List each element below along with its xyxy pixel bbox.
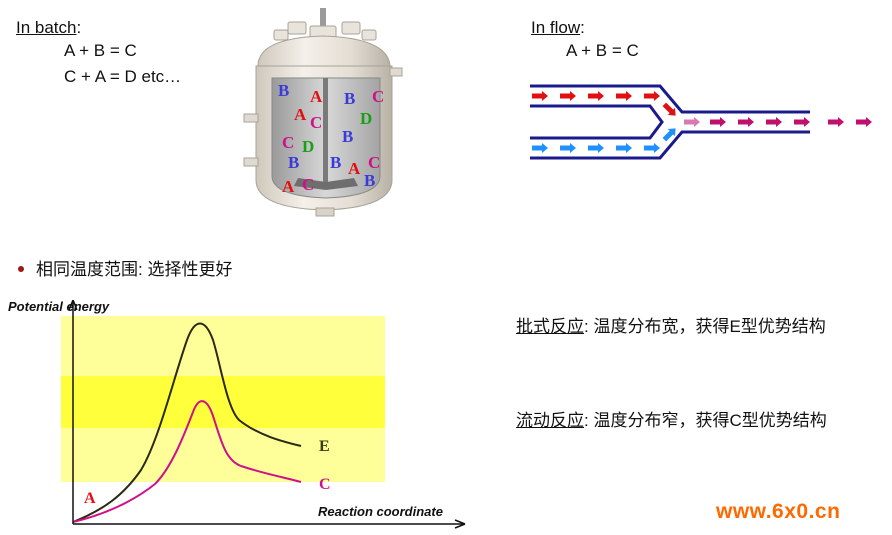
chart-xlabel: Reaction coordinate: [318, 504, 443, 519]
reactor-letter-b: B: [288, 153, 299, 172]
reactant-b-arrow: [588, 143, 604, 153]
impeller-blade-left: [294, 178, 326, 190]
flow-description-head: 流动反应: [516, 411, 584, 430]
reactant-b-arrow: [532, 143, 548, 153]
reactor-letter-b: B: [278, 81, 289, 100]
impeller-blade-right: [326, 178, 358, 190]
flow-description: 流动反应: 温度分布窄，获得C型优势结构: [516, 410, 892, 432]
reactor-letter-d: D: [302, 137, 314, 156]
batch-description-head: 批式反应: [516, 317, 584, 336]
product-c-arrow: [738, 117, 754, 127]
reactant-a-arrow: [662, 102, 676, 116]
reactant-a-arrow: [616, 91, 632, 101]
batch-equation-1: A + B = C: [64, 41, 137, 60]
stirrer-shaft: [323, 78, 328, 186]
product-c-arrow: [684, 117, 700, 127]
product-c-arrow: [856, 117, 872, 127]
product-c-arrow: [766, 117, 782, 127]
reactor-letter-b: B: [330, 153, 341, 172]
bullet-text: 相同温度范围: 选择性更好: [36, 260, 233, 279]
curve-c: [72, 400, 302, 523]
flow-arrows: [532, 91, 872, 153]
flow-description-body: : 温度分布窄，获得C型优势结构: [584, 411, 827, 430]
product-c-arrow: [828, 117, 844, 127]
reactant-a-arrow: [644, 91, 660, 101]
reactant-b-arrow: [560, 143, 576, 153]
temperature-band-narrow: [61, 376, 385, 428]
reactant-b-arrow: [644, 143, 660, 153]
reactant-a-arrow: [588, 91, 604, 101]
bullet-dot: [18, 266, 24, 272]
reactant-a-arrow: [532, 91, 548, 101]
reactant-b-arrow: [662, 128, 676, 142]
curve-e: [72, 322, 302, 523]
batch-description: 批式反应: 温度分布宽，获得E型优势结构: [516, 316, 892, 338]
reactor-letter-b: B: [364, 171, 375, 190]
product-c-arrow: [794, 117, 810, 127]
batch-title: In batch: [16, 18, 77, 37]
flow-title-row: In flow:: [531, 17, 585, 39]
reactor-lid: [257, 35, 391, 67]
label-c: C: [319, 476, 331, 493]
batch-description-body: : 温度分布宽，获得E型优势结构: [584, 317, 826, 336]
reactor-letter-c: C: [282, 133, 294, 152]
reactor-letter-b: B: [342, 127, 353, 146]
reactor-outlet: [315, 207, 335, 217]
reactor-letter-b: B: [344, 89, 355, 108]
reactant-b-arrow: [616, 143, 632, 153]
product-c-arrow: [710, 117, 726, 127]
batch-title-colon: :: [76, 18, 82, 37]
batch-title-row: In batch:: [16, 17, 81, 39]
label-e: E: [319, 438, 330, 455]
flow-title-colon: :: [580, 18, 585, 37]
reactor-letter-c: C: [372, 87, 384, 106]
reactor-letter-a: A: [310, 87, 323, 106]
batch-equation-2: C + A = D etc…: [64, 67, 182, 86]
reactor-letter-d: D: [360, 109, 372, 128]
reactor-letter-a: A: [348, 159, 361, 178]
flow-pipe-walls: [530, 84, 810, 160]
flow-equation-1: A + B = C: [566, 41, 639, 60]
reactor-letter-c: C: [310, 113, 322, 132]
reactor-letter-c: C: [368, 153, 380, 172]
reactant-a-arrow: [560, 91, 576, 101]
reactor-letter-a: A: [294, 105, 307, 124]
stirrer-shaft-top: [320, 8, 326, 28]
energy-diagram: [61, 300, 466, 529]
watermark: www.6x0.cn: [716, 500, 841, 523]
chart-ylabel: Potential energy: [8, 299, 110, 314]
reactor-letter-c: C: [302, 175, 314, 194]
flow-reactor-diagram: [530, 84, 872, 160]
reactor-letter-a: A: [282, 177, 295, 196]
label-a: A: [84, 490, 96, 507]
flow-title: In flow: [531, 18, 581, 37]
